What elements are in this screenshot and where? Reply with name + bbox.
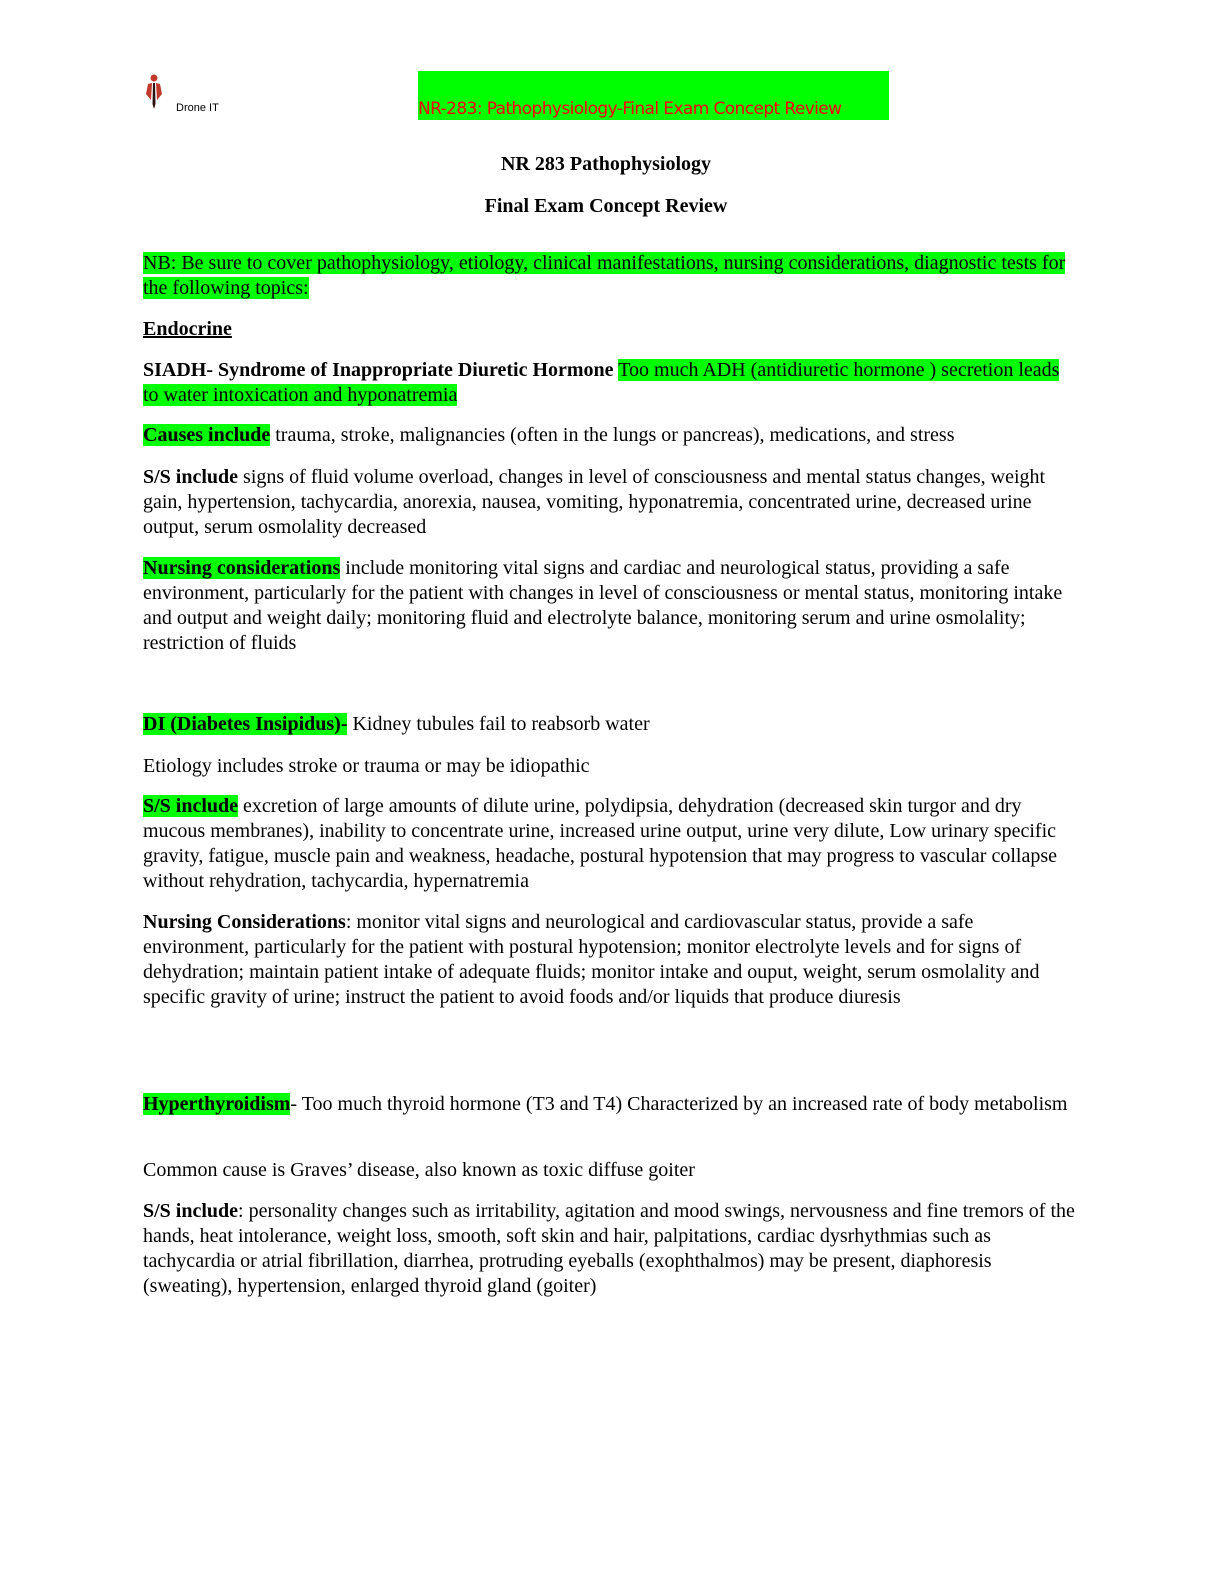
hyper-ss: S/S include: personality changes such as… <box>143 1199 1078 1299</box>
label: S/S include <box>143 795 239 817</box>
doc-title: NR 283 Pathophysiology <box>500 153 712 175</box>
logo-text: Drone IT <box>176 102 219 114</box>
text: : monitor vital signs and neurological a… <box>143 911 1040 1008</box>
text: signs of fluid volume overload, changes … <box>143 466 1046 538</box>
siadh-nursing: Nursing considerations include monitorin… <box>143 556 1078 656</box>
text: trauma, stroke, malignancies (often in t… <box>270 424 955 446</box>
di-ss: S/S include excretion of large amounts o… <box>143 794 1078 894</box>
label: Nursing Considerations <box>143 911 346 933</box>
label: S/S include <box>143 1200 239 1222</box>
hyper-title: Hyperthyroidism <box>143 1093 291 1115</box>
text: excretion of large amounts of dilute uri… <box>143 795 1057 892</box>
siadh-ss: S/S include signs of fluid volume overlo… <box>143 465 1078 540</box>
hyper-cause: Common cause is Graves’ disease, also kn… <box>143 1159 695 1181</box>
section-endocrine: Endocrine <box>143 318 232 340</box>
label: Causes include <box>143 424 271 446</box>
nb-text: NB: Be sure to cover pathophysiology, et… <box>143 252 1066 299</box>
label: S/S include <box>143 466 239 488</box>
header-banner: NR-283: Pathophysiology-Final Exam Conce… <box>418 71 889 120</box>
nb-note: NB: Be sure to cover pathophysiology, et… <box>143 251 1078 301</box>
text: - Too much thyroid hormone (T3 and T4) C… <box>290 1093 1068 1115</box>
doc-subtitle: Final Exam Concept Review <box>484 195 728 217</box>
di-heading: DI (Diabetes Insipidus)- Kidney tubules … <box>143 712 1078 737</box>
section-heading: Endocrine <box>143 317 1078 342</box>
hyper-heading: Hyperthyroidism- Too much thyroid hormon… <box>143 1092 1078 1117</box>
di-title: DI (Diabetes Insipidus)- <box>143 713 348 735</box>
siadh-heading: SIADH- Syndrome of Inappropriate Diureti… <box>143 358 1078 408</box>
siadh-causes: Causes include trauma, stroke, malignanc… <box>143 423 1078 448</box>
siadh-title: SIADH- Syndrome of Inappropriate Diureti… <box>143 359 614 381</box>
drone-it-logo-icon <box>146 74 162 109</box>
text: include monitoring vital signs and cardi… <box>143 557 1063 654</box>
di-nursing: Nursing Considerations: monitor vital si… <box>143 910 1078 1010</box>
text: : personality changes such as irritabili… <box>143 1200 1075 1297</box>
label: Nursing considerations <box>143 557 341 579</box>
di-etiology: Etiology includes stroke or trauma or ma… <box>143 755 590 777</box>
text: Kidney tubules fail to reabsorb water <box>347 713 650 735</box>
